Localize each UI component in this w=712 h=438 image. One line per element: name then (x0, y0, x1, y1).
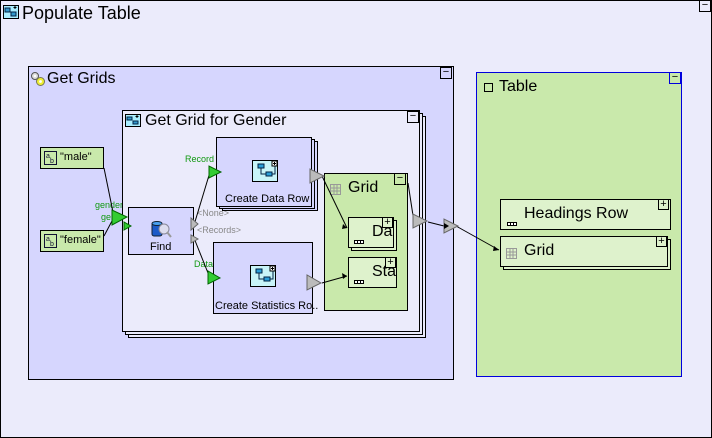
create-statistics-row-step[interactable]: Create Statistics Ro.. (213, 242, 318, 314)
table-title: Table (499, 78, 538, 95)
inner-grid-title: Grid (348, 179, 379, 196)
root-title: Populate Table (22, 3, 141, 23)
table-icon (484, 83, 493, 92)
svg-text:a: a (46, 236, 50, 243)
table-grid-row[interactable]: Grid (500, 236, 668, 267)
data-input-label: Data (194, 259, 214, 269)
grid-icon (330, 182, 341, 195)
constant-female-label: "female" (60, 234, 101, 246)
table-grid-row-expand-button[interactable]: + (656, 236, 667, 247)
composite-step-icon (252, 160, 278, 182)
row-icon (507, 213, 517, 226)
constant-male-label: "male" (60, 151, 92, 163)
svg-text:b: b (50, 241, 54, 248)
table-grid-row-label: Grid (524, 242, 555, 259)
headings-row-expand-button[interactable]: + (658, 199, 669, 210)
row-icon (354, 231, 364, 244)
get-grid-for-gender-title: Get Grid for Gender (145, 112, 287, 129)
grid-icon (506, 246, 517, 259)
table-collapse-button[interactable]: − (669, 72, 681, 84)
root-collapse-button[interactable]: − (699, 0, 711, 12)
create-data-row-step[interactable]: Create Data Row (216, 137, 312, 207)
find-output-none: <None> (197, 208, 230, 218)
record-input-label: Record (185, 154, 215, 164)
grid-row-data-expand-button[interactable]: + (382, 217, 393, 228)
get-grids-collapse-button[interactable]: − (440, 67, 452, 79)
svg-text:a: a (46, 153, 50, 160)
headings-row-label: Headings Row (524, 205, 629, 222)
get-grid-for-gender-collapse-button[interactable]: − (407, 111, 419, 123)
create-statistics-row-label: Create Statistics Ro.. (215, 300, 319, 312)
svg-text:b: b (50, 158, 54, 165)
database-search-icon (151, 220, 173, 240)
gears-icon (30, 71, 46, 87)
grid-row-statistics-expand-button[interactable]: + (385, 257, 396, 268)
composite-icon (125, 114, 141, 127)
composite-icon (3, 5, 19, 19)
input-label-gender-1: gender (95, 200, 124, 210)
find-label: Find (150, 241, 172, 253)
composite-step-icon (250, 265, 276, 287)
get-grids-title: Get Grids (47, 70, 116, 87)
find-step[interactable]: Find (128, 207, 194, 255)
row-icon (354, 271, 364, 284)
inner-grid-collapse-button[interactable]: − (394, 173, 406, 185)
find-output-records: <Records> (197, 225, 242, 235)
create-data-row-label: Create Data Row (225, 193, 310, 205)
headings-row[interactable]: Headings Row (500, 199, 671, 230)
